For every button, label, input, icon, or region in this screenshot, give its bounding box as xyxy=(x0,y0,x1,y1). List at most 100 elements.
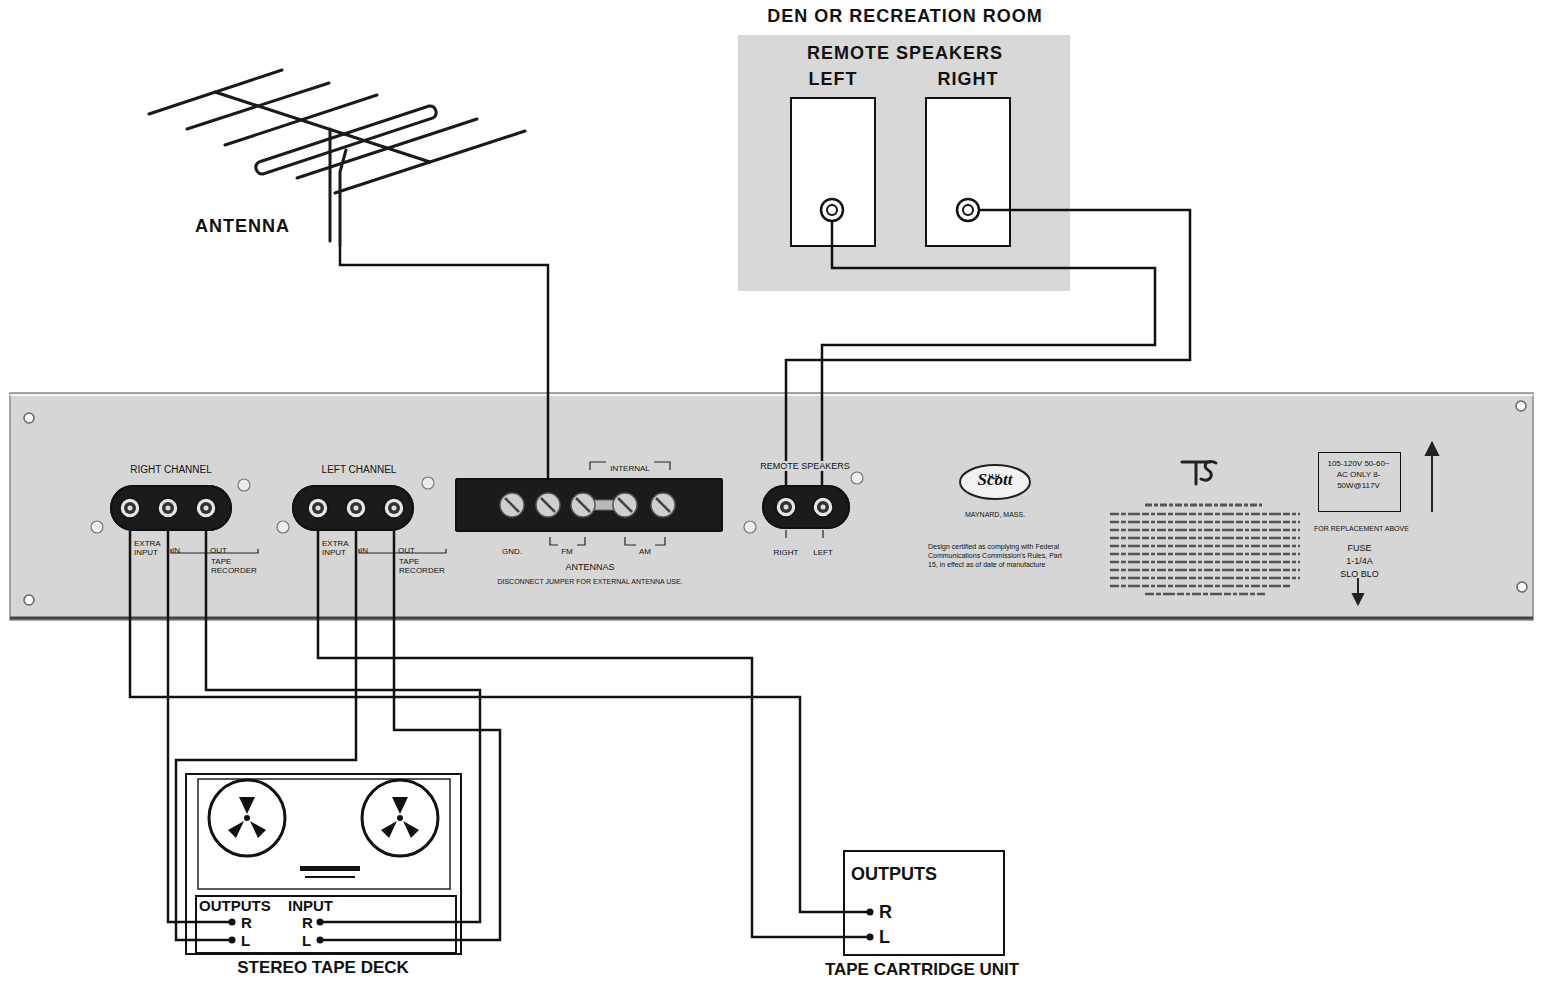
text-label: STEREO TAPE DECK xyxy=(237,958,409,977)
jack-plate-fill xyxy=(110,485,232,531)
rca-jack xyxy=(124,501,829,514)
text-label: LEFT xyxy=(813,548,833,557)
text-slot: LEFT xyxy=(810,541,836,559)
tape-deck-drawing xyxy=(300,866,360,871)
text-label: EXTRA INPUT xyxy=(134,539,165,557)
panel-rivet xyxy=(277,521,289,533)
tape-deck-drawing xyxy=(392,797,408,814)
text-slot: IN xyxy=(360,539,382,557)
text-slot: 105-120V 50-60~ AC ONLY 8-50W@117V xyxy=(1323,458,1395,492)
rca-jack xyxy=(316,506,321,511)
wire-stub xyxy=(323,921,457,924)
terminal-screw xyxy=(651,493,675,517)
text-slot: R xyxy=(302,914,318,932)
panel-rivet xyxy=(422,477,434,489)
jack-plate-fill xyxy=(455,478,723,532)
rca-jack xyxy=(120,498,140,518)
text-label: L xyxy=(879,927,890,947)
rca-jack xyxy=(384,498,404,518)
text-label: FUSE xyxy=(1347,543,1371,553)
fuse-rating-box: 105-120V 50-60~ AC ONLY 8-50W@117VFOR RE… xyxy=(1318,452,1401,512)
wire-stub xyxy=(195,921,229,924)
patent-fine-print xyxy=(1110,513,1300,516)
tape-deck-drawing xyxy=(239,797,255,814)
fuse-arrow xyxy=(1431,452,1433,512)
text-label: REMOTE SPEAKERS xyxy=(807,43,1003,64)
text-slot: LEFT xyxy=(788,69,878,90)
text-label: ANTENNA xyxy=(195,216,290,237)
wire xyxy=(206,531,480,922)
mounting-hole xyxy=(24,595,34,605)
antenna-drawing xyxy=(297,119,477,178)
text-label: AM xyxy=(639,547,651,556)
patent-fine-print xyxy=(1110,529,1300,532)
maker-logo-oval xyxy=(960,465,1030,499)
text-label: INPUT xyxy=(288,898,333,914)
wire xyxy=(168,531,195,922)
text-slot: MAYNARD, MASS. xyxy=(950,503,1040,521)
text-label: RIGHT CHANNEL xyxy=(130,464,212,476)
text-slot: EXTRA INPUT xyxy=(134,539,165,559)
terminal-dot xyxy=(867,909,874,916)
terminal-screw xyxy=(500,493,675,517)
rca-jack xyxy=(196,498,216,518)
wire xyxy=(340,245,548,478)
speaker-jack xyxy=(827,205,837,215)
wire-stub xyxy=(843,936,867,939)
antenna-drawing xyxy=(329,129,332,241)
rca-jack xyxy=(162,502,174,514)
label-bracket xyxy=(625,537,665,545)
text-label: R xyxy=(241,915,252,931)
rca-jack xyxy=(813,497,833,517)
jack-plate-fill xyxy=(292,485,414,531)
terminal-dot xyxy=(867,934,874,941)
rca-jack xyxy=(128,505,826,511)
terminal-screw xyxy=(536,493,560,517)
fuse-arrow xyxy=(1353,594,1363,604)
terminal-screw xyxy=(618,498,632,512)
text-label: SLO BLO xyxy=(1340,569,1379,579)
panel-rivet xyxy=(744,521,756,533)
text-label: ANTENNAS xyxy=(565,562,614,572)
rca-jack xyxy=(120,497,833,518)
wire-stub xyxy=(831,221,834,247)
rca-jack xyxy=(776,497,796,517)
panel-rivet xyxy=(238,479,250,491)
text-slot: Design certified as complying with Feder… xyxy=(928,542,1064,571)
mounting-hole xyxy=(24,413,34,423)
wire xyxy=(176,531,356,940)
tape-deck-drawing xyxy=(244,815,250,821)
tape-deck-drawing xyxy=(198,779,450,889)
text-label: LEFT CHANNEL xyxy=(322,464,397,476)
text-slot: IN xyxy=(172,539,194,557)
tape-deck-drawing xyxy=(209,780,285,856)
jack-plate: LEFT CHANNELEXTRA INPUTINOUTTAPE RECORDE… xyxy=(292,485,414,531)
terminal-screw xyxy=(505,498,670,512)
wire xyxy=(786,210,1190,485)
terminal-dot xyxy=(317,919,324,926)
text-slot: TAPE CARTRIDGE UNIT xyxy=(787,960,1057,979)
text-label: Scott xyxy=(978,470,1013,490)
panel-rivet xyxy=(851,472,863,484)
text-label: RIGHT xyxy=(938,69,999,90)
text-label: RIGHT xyxy=(774,548,799,557)
mounting-hole xyxy=(24,401,1527,605)
speaker-cabinet xyxy=(790,97,876,247)
rca-jack xyxy=(821,505,826,510)
terminal-screw xyxy=(541,498,555,512)
wire-stub xyxy=(195,939,229,942)
text-slot: RIGHT xyxy=(771,541,801,559)
wire xyxy=(318,531,843,937)
patent-fine-print xyxy=(1110,545,1300,548)
room-ground xyxy=(738,35,1070,291)
tape-deck-drawing xyxy=(305,876,355,878)
speaker-jack xyxy=(957,199,979,221)
rca-jack xyxy=(166,506,171,511)
rca-jack xyxy=(204,506,209,511)
text-label: R xyxy=(302,915,313,931)
patent-fine-print xyxy=(1110,577,1300,580)
text-slot: RIGHT CHANNEL xyxy=(111,459,231,477)
text-label: 1-1/4A xyxy=(1346,556,1373,566)
antenna-drawing xyxy=(335,131,525,193)
